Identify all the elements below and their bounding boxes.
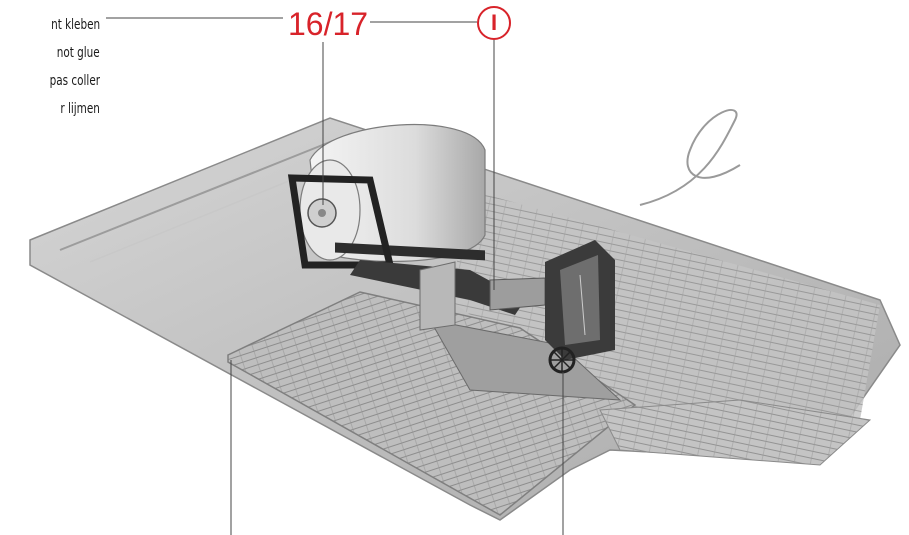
glue-warning-note: nt kleben not glue pas coller r lijmen xyxy=(0,0,100,140)
part-number-callout: 16/17 xyxy=(288,6,369,42)
winch-tower xyxy=(545,240,615,360)
cable-drum xyxy=(287,123,486,269)
slider-bar xyxy=(489,277,546,311)
letter-callout-text: I xyxy=(490,10,498,35)
note-line-en: not glue xyxy=(57,45,100,61)
note-line-de: nt kleben xyxy=(50,17,100,33)
note-line-nl: r lijmen xyxy=(60,101,100,117)
support-bracket xyxy=(419,261,456,331)
leader-lines xyxy=(106,17,564,535)
cable xyxy=(639,109,741,206)
right-plank-strip xyxy=(599,399,872,466)
letter-callout: I xyxy=(477,6,511,40)
track-rail xyxy=(429,319,622,401)
note-line-fr: pas coller xyxy=(49,73,100,89)
wheel xyxy=(548,346,576,374)
